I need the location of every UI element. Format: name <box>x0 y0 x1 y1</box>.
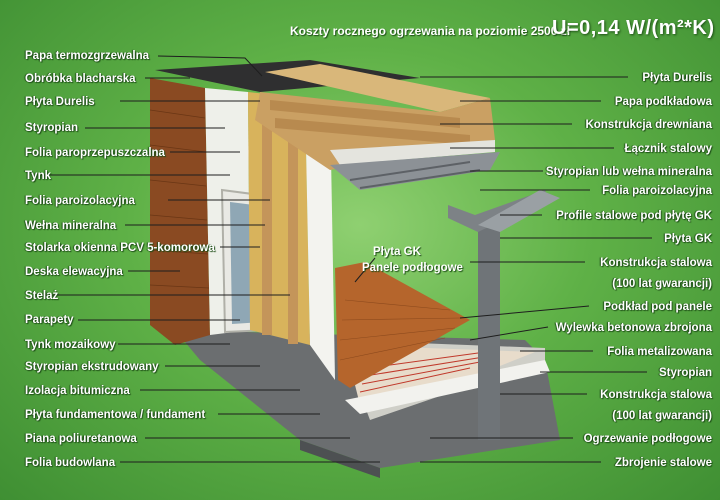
label-tynk: Tynk <box>25 170 51 182</box>
label-konstrukcja-stalowa-1: Konstrukcja stalowa <box>600 257 712 269</box>
roof-durelis <box>265 64 490 112</box>
label-tynk-mozaikowy: Tynk mozaikowy <box>25 339 116 351</box>
label-ogrzewanie-podlogowe: Ogrzewanie podłogowe <box>583 433 712 445</box>
label-styropian-ekstrudowany: Styropian ekstrudowany <box>25 361 159 373</box>
label-stelaz: Stelaż <box>25 290 59 302</box>
label-folia-paroizolacyjna-right: Folia paroizolacyjna <box>602 185 712 197</box>
label-lacznik-stalowy: Łącznik stalowy <box>624 143 712 155</box>
label-styropian-lub-welna: Styropian lub wełna mineralna <box>545 166 712 178</box>
heating-cost-note: Koszty rocznego ogrzewania na poziomie 2… <box>290 24 571 38</box>
floor-panels <box>335 262 470 388</box>
label-obrobka-blacharska: Obróbka blacharska <box>25 73 136 85</box>
foundation-edge <box>300 440 380 478</box>
ceiling-profiles <box>349 161 481 189</box>
label-folia-paroprzepuszczalna: Folia paroprzepuszczalna <box>25 147 165 159</box>
label-deska-elewacyjna: Deska elewacyjna <box>25 266 123 278</box>
roof-joists <box>270 100 470 145</box>
label-panele-podlogowe: Panele podłogowe <box>362 262 463 274</box>
label-piana-poliuretanowa: Piana poliuretanowa <box>25 433 137 445</box>
label-papa-termozgrzewalna: Papa termozgrzewalna <box>25 50 149 62</box>
label-podklad-pod-panele: Podkład pod panele <box>603 301 712 313</box>
label-parapety: Parapety <box>25 314 74 326</box>
label-styropian-right: Styropian <box>658 367 712 379</box>
roof-insulation <box>330 140 495 165</box>
label-folia-metalizowana: Folia metalizowana <box>607 346 712 358</box>
label-konstrukcja-drewniana: Konstrukcja drewniana <box>585 119 712 131</box>
label-zbrojenie-stalowe: Zbrojenie stalowe <box>614 457 712 469</box>
label-gwarancja-2: (100 lat gwarancji) <box>612 410 712 422</box>
label-plyta-fundamentowa: Płyta fundamentowa / fundament <box>25 409 206 421</box>
leader-line-gk <box>354 257 376 283</box>
leader-lines-right <box>420 76 652 463</box>
steel-column <box>478 228 500 440</box>
wood-facade <box>150 78 210 345</box>
label-papa-podkladowa: Papa podkładowa <box>614 96 712 108</box>
leader-lines-left <box>40 55 380 463</box>
label-styropian-left: Styropian <box>25 122 79 134</box>
inner-gk-wall <box>305 98 335 380</box>
label-folia-paroizolacyjna-left: Folia paroizolacyjna <box>25 195 135 207</box>
floor-panel-pattern <box>339 299 461 361</box>
label-wylewka-betonowa: Wylewka betonowa zbrojona <box>555 322 712 334</box>
label-plyta-durelis-left: Płyta Durelis <box>25 96 95 108</box>
label-plyta-gk-right: Płyta GK <box>664 233 712 245</box>
label-folia-budowlana: Folia budowlana <box>25 457 116 469</box>
label-konstrukcja-stalowa-2: Konstrukcja stalowa <box>600 389 712 401</box>
label-welna-mineralna: Wełna mineralna <box>25 220 117 232</box>
facade-boards <box>149 109 210 289</box>
label-stolarka-okienna: Stolarka okienna PCV 5-komorowa <box>25 242 215 254</box>
u-value-heading: U=0,14 W/(m²*K) <box>552 17 715 39</box>
label-profile-stalowe: Profile stalowe pod płytę GK <box>556 210 712 222</box>
label-plyta-gk-middle: Płyta GK <box>373 246 421 258</box>
label-plyta-durelis-right: Płyta Durelis <box>642 72 712 84</box>
label-izolacja-bitumiczna: Izolacja bitumiczna <box>25 385 130 397</box>
label-gwarancja-1: (100 lat gwarancji) <box>612 278 712 290</box>
steel-beam-top <box>478 190 560 232</box>
wall-studs <box>262 100 298 344</box>
